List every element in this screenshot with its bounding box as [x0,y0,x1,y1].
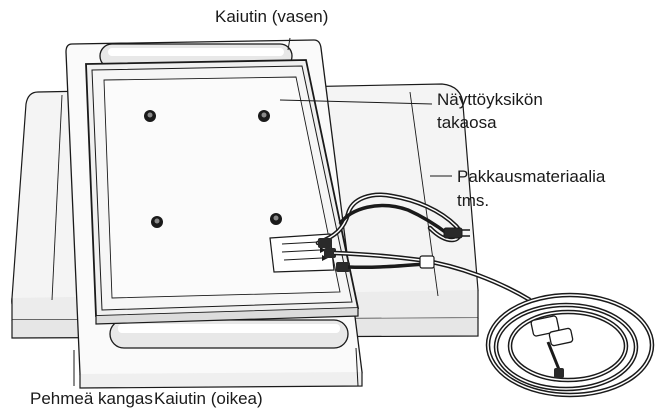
speaker-right [109,319,349,349]
leader-speaker-left [287,37,291,51]
leader-lines [73,37,452,387]
label-display-back-line1: Näyttöyksikön [437,90,543,109]
power-cable [315,192,470,248]
screw-icon [258,110,270,122]
screw-icon [270,213,282,225]
mounting-screws [144,110,282,228]
screw-icon [151,216,163,228]
arrow-icon [283,255,328,261]
label-speaker-right: Kaiutin (oikea) [154,389,263,408]
label-packing-line2: tms. [457,191,489,210]
label-speaker-left: Kaiutin (vasen) [215,7,328,26]
screw-icon [144,110,156,122]
label-packing-line1: Pakkausmateriaalia [457,167,606,186]
arrow-icon [281,247,326,253]
signal-cable [324,248,655,398]
leader-speaker-right [355,347,359,387]
labels: Kaiutin (vasen) Näyttöyksikön takaosa Pa… [30,7,606,408]
label-soft-cloth: Pehmeä kangas [30,389,153,408]
label-display-back-line2: takaosa [437,113,497,132]
leader-display-back [279,99,433,105]
